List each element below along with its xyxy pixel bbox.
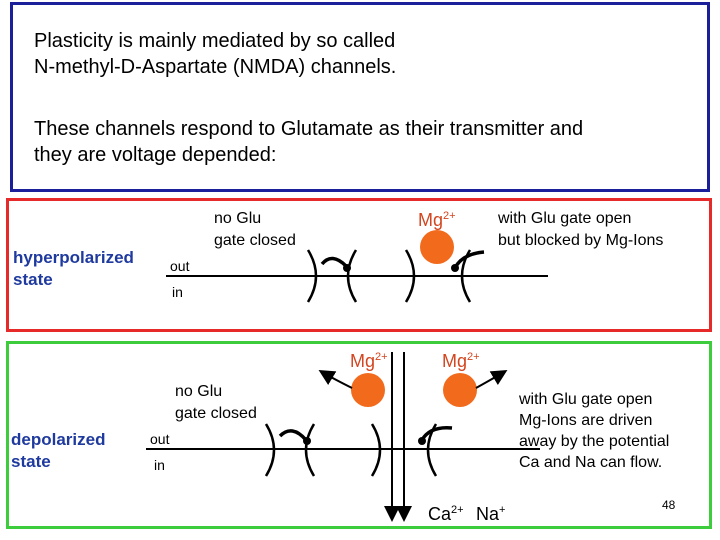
- depolarized-panel: [6, 341, 712, 529]
- page-number: 48: [662, 498, 676, 512]
- intro-line-4: they are voltage depended:: [34, 144, 277, 166]
- depol-in-label: in: [154, 457, 165, 473]
- hyper-state-label-1: hyperpolarized: [13, 248, 134, 267]
- ion-flow-arrows: [384, 352, 412, 522]
- depol-left-caption-2: gate closed: [175, 405, 257, 422]
- depol-right-caption-1: with Glu gate open: [519, 391, 653, 408]
- hyper-right-caption-1: with Glu gate open: [498, 210, 632, 227]
- hyper-state-label-2: state: [13, 270, 53, 289]
- depol-left-caption-1: no Glu: [175, 383, 223, 400]
- depol-state-label-2: state: [11, 452, 51, 471]
- intro-line-3: These channels respond to Glutamate as t…: [34, 118, 584, 140]
- hyper-mg-ion: [420, 230, 454, 264]
- depol-gate-pivot-2: [418, 437, 426, 445]
- hyperpolarized-panel: [6, 198, 712, 332]
- hyper-in-label: in: [172, 284, 183, 300]
- hyper-gate-pivot-2: [451, 264, 459, 272]
- depol-out-label: out: [150, 431, 170, 447]
- depol-state-label-1: depolarized: [11, 430, 106, 449]
- depol-right-caption-4: Ca and Na can flow.: [519, 454, 663, 471]
- hyper-right-caption-2: but blocked by Mg-Ions: [498, 232, 664, 249]
- depol-mg-label-left: Mg2+: [350, 351, 388, 371]
- hyper-out-label: out: [170, 258, 190, 274]
- ca-ion-label: Ca2+: [428, 504, 464, 524]
- depol-mg-label-right: Mg2+: [442, 351, 480, 371]
- intro-text-box: [10, 2, 710, 192]
- intro-line-1: Plasticity is mainly mediated by so call…: [34, 30, 396, 52]
- hyper-left-caption-1: no Glu: [214, 210, 262, 227]
- depol-right-caption-2: Mg-Ions are driven: [519, 412, 653, 429]
- hyper-mg-label: Mg2+: [418, 210, 456, 230]
- na-ion-label: Na+: [476, 504, 506, 524]
- depol-right-caption-3: away by the potential: [519, 433, 670, 450]
- intro-line-2: N-methyl-D-Aspartate (NMDA) channels.: [34, 56, 397, 78]
- depol-channel-closed: [264, 423, 316, 477]
- depol-mg-ion-left: [351, 373, 385, 407]
- depol-gate-pivot-1: [303, 437, 311, 445]
- depol-mg-ion-right: [443, 373, 477, 407]
- mg-expulsion-arrows: [318, 369, 508, 389]
- hyper-left-caption-2: gate closed: [214, 232, 296, 249]
- hyper-channel-closed: [306, 249, 358, 303]
- hyper-gate-pivot-1: [343, 264, 351, 272]
